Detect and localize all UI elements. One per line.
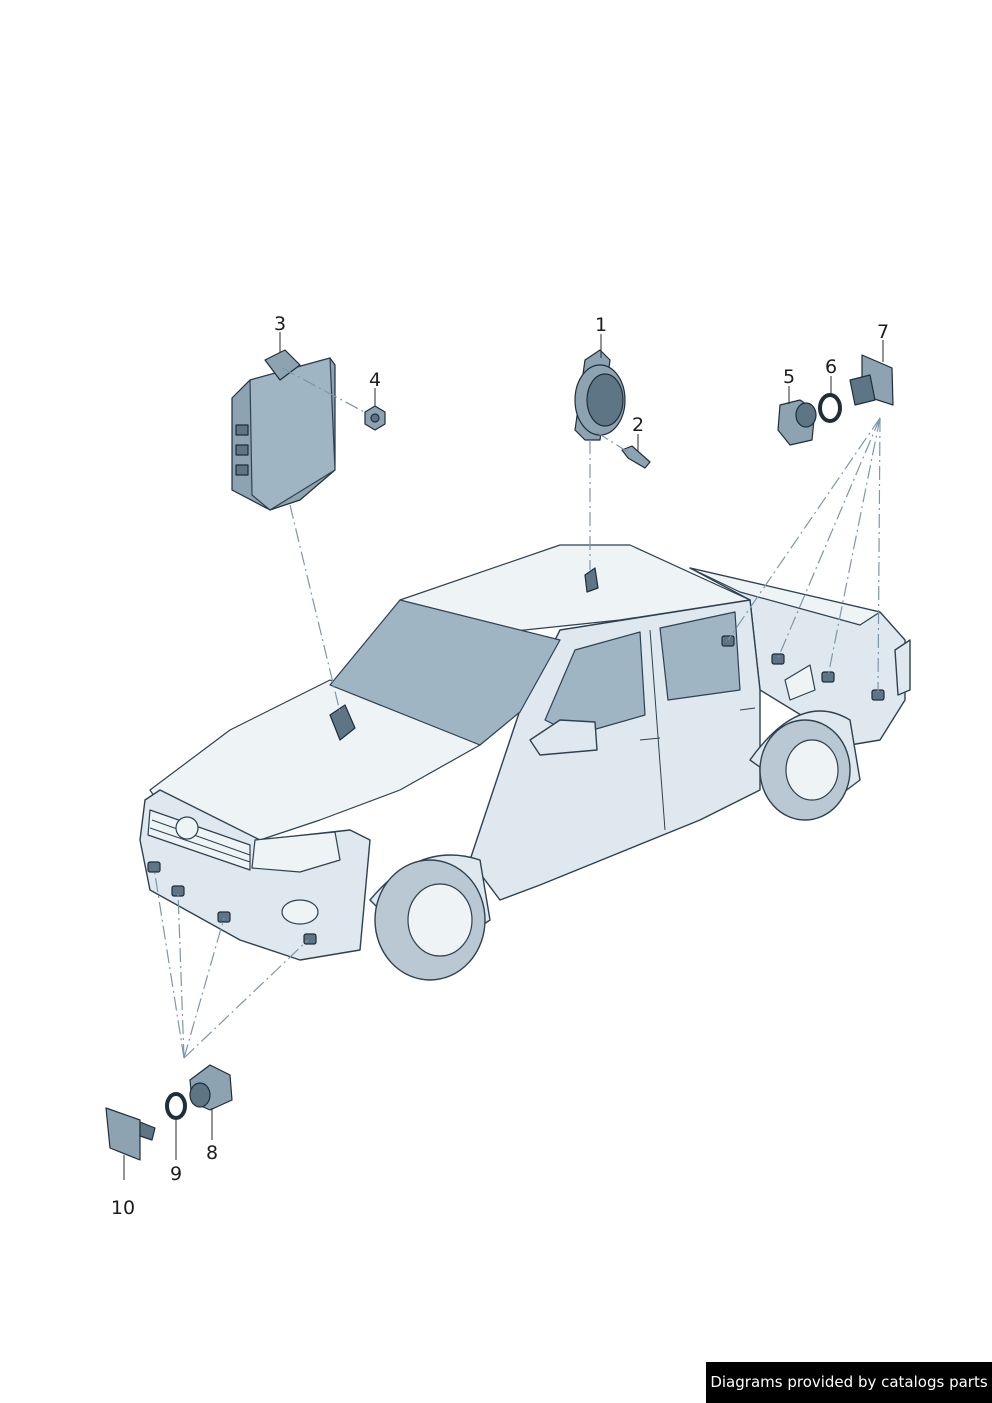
front-sensor-marker: [147, 861, 161, 873]
part-control-module: [231, 349, 336, 511]
part-nut: [364, 405, 386, 431]
front-sensor-marker: [303, 933, 317, 945]
callout-2: 2: [632, 414, 644, 436]
callout-7: 7: [877, 321, 889, 343]
rear-sensor-marker: [771, 653, 785, 665]
vehicle-illustration: [139, 544, 911, 981]
part-warning-buzzer: [574, 349, 626, 441]
callout-5: 5: [783, 366, 795, 388]
part-front-sealing-ring: [165, 1092, 187, 1120]
speaker-mount-marker: [584, 567, 599, 593]
assembly-dash-lines: [153, 367, 881, 1059]
rear-sensor-marker: [821, 671, 835, 683]
part-bolt: [621, 445, 651, 469]
part-rear-sensor: [777, 399, 817, 446]
credit-banner: Diagrams provided by catalogs parts: [706, 1362, 992, 1403]
rear-sensor-marker: [721, 635, 735, 647]
callout-9: 9: [170, 1163, 182, 1185]
module-mount-marker: [329, 704, 356, 741]
callout-4: 4: [369, 369, 381, 391]
callout-8: 8: [206, 1142, 218, 1164]
front-sensor-marker: [217, 911, 231, 923]
part-rear-bracket: [849, 354, 894, 406]
callout-labels: 1 2 3 4 5 6 7 8 9 10: [111, 313, 889, 1219]
callout-10: 10: [111, 1197, 135, 1219]
callout-1: 1: [595, 314, 607, 336]
part-rear-sealing-ring: [818, 393, 842, 423]
callout-6: 6: [825, 356, 837, 378]
part-front-bracket: [105, 1107, 156, 1161]
part-front-sensor: [189, 1064, 233, 1111]
callout-3: 3: [274, 313, 286, 335]
leader-lines: [123, 332, 884, 1180]
